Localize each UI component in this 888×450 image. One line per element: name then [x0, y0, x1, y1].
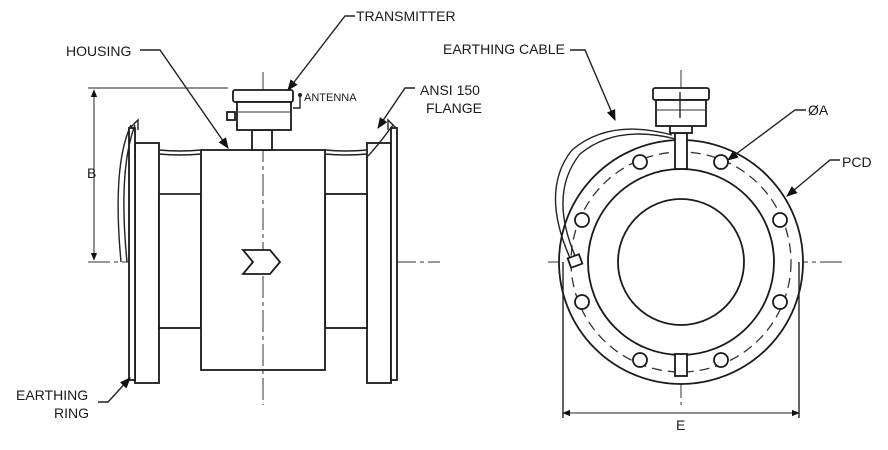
right-neck [324, 193, 368, 329]
label-antenna: ANTENNA [304, 92, 357, 104]
label-flange-line1: ANSI 150 [420, 82, 480, 98]
label-flange-line2: FLANGE [426, 100, 482, 116]
label-transmitter: TRANSMITTER [356, 8, 456, 24]
flow-direction-arrow [241, 249, 282, 275]
transmitter-cap [232, 89, 294, 103]
bolt-holes [574, 154, 788, 368]
label-earthing-ring-line2: RING [54, 405, 89, 421]
end-view [548, 70, 842, 418]
ring-tab-bottom [674, 353, 688, 377]
antenna-rod [293, 96, 301, 109]
transmitter-plug [226, 111, 236, 121]
label-earthing-cable: EARTHING CABLE [443, 41, 565, 57]
end-transmitter-box [655, 99, 707, 127]
earthing-ring-right [390, 127, 398, 381]
right-flange [366, 142, 392, 384]
earthing-cable [554, 128, 673, 259]
label-diameter-a: ØA [808, 102, 829, 118]
transmitter-stem [251, 129, 273, 151]
end-transmitter-cap [652, 87, 710, 101]
left-flange [134, 142, 160, 384]
label-earthing-ring-line1: EARTHING [16, 387, 88, 403]
side-view [88, 72, 440, 405]
transmitter-box [236, 101, 292, 131]
side-earthing-wire-left [117, 124, 132, 263]
label-dimension-b: B [87, 165, 96, 181]
leaders [98, 15, 840, 403]
label-pcd: PCD [842, 154, 872, 170]
left-neck [158, 193, 202, 329]
ring-tab-top [674, 132, 688, 170]
cable-lug [566, 253, 584, 269]
earthing-ring-left [128, 127, 136, 381]
bore-circle [617, 198, 745, 326]
label-housing: HOUSING [66, 43, 131, 59]
label-dimension-e: E [676, 417, 685, 433]
